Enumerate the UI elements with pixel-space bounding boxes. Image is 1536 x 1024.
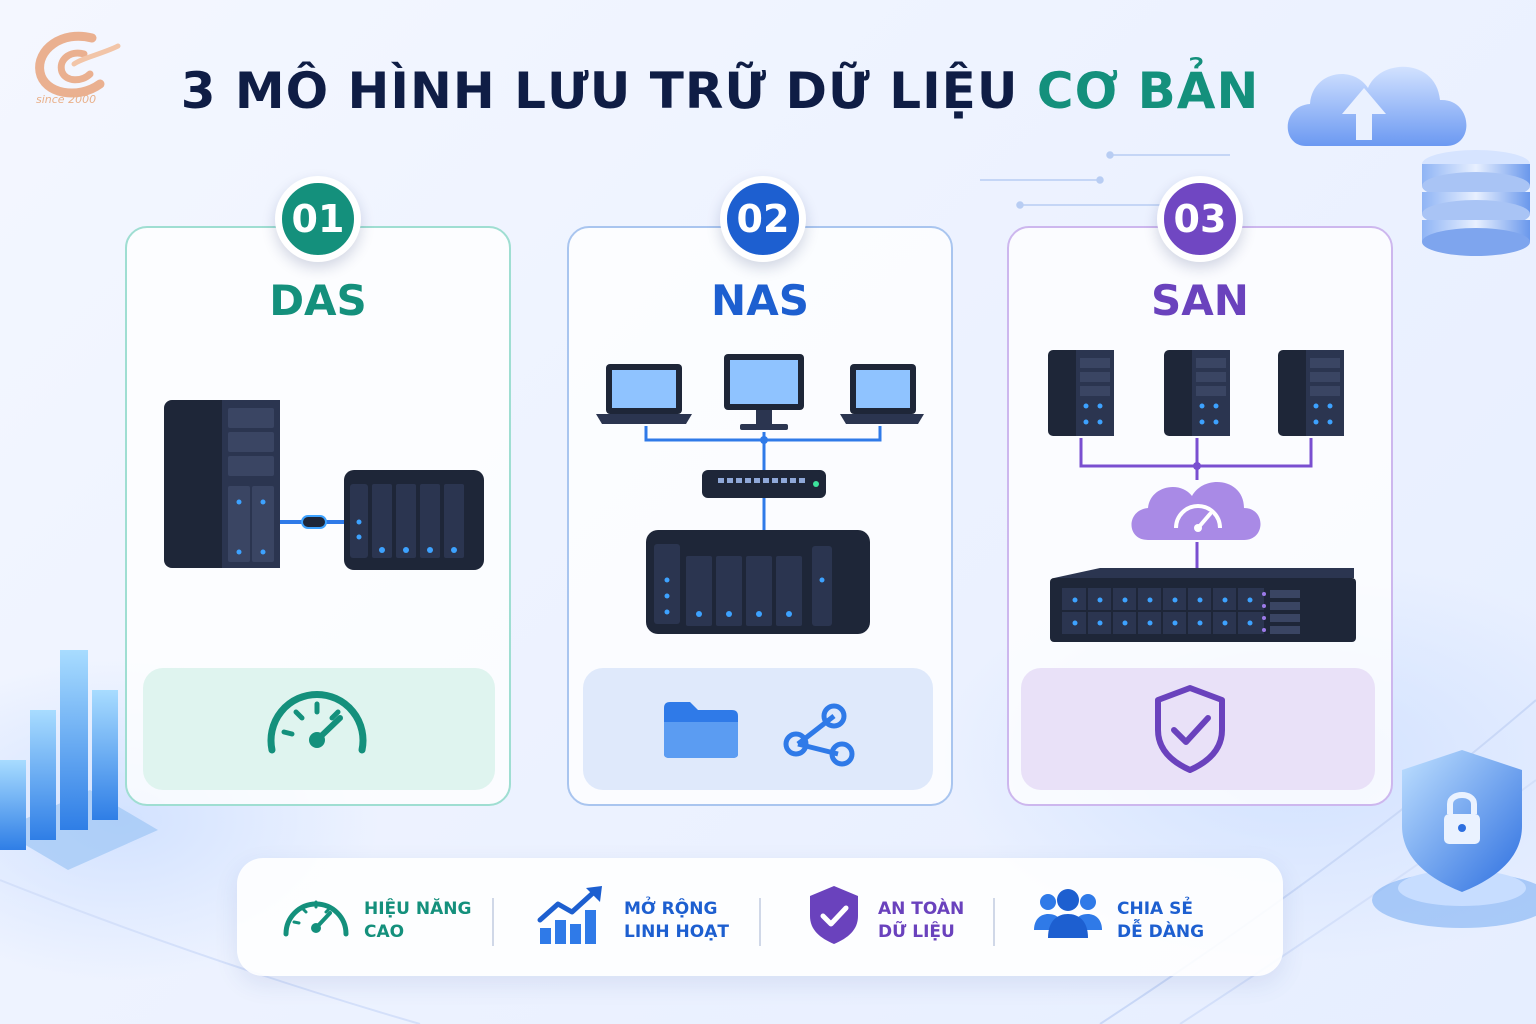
company-logo [35,31,121,98]
model-name-nas: NAS [711,276,809,325]
share-icon [783,703,855,767]
step-badge-02: 02 [720,176,806,262]
title-main: 3 MÔ HÌNH LƯU TRỮ DỮ LIỆU [180,62,1019,120]
nas-feature-panel [583,668,933,790]
shield-check-icon [810,886,858,944]
das-feature-panel [143,668,495,790]
bar-chart-illustration [0,650,158,870]
model-name-das: DAS [269,276,367,325]
growth-chart-icon [537,886,602,944]
laptop-icon [596,364,692,424]
cloud-database-illustration [1287,66,1530,256]
speedometer-icon [283,900,349,937]
speedometer-icon [267,691,367,754]
feature-divider [759,898,761,946]
san-network-illustration [1048,350,1356,642]
das-server-illustration [164,400,484,570]
title-accent: CƠ BẢN [1036,62,1260,120]
folder-icon [664,702,738,758]
feature-divider [993,898,995,946]
feature-divider [492,898,494,946]
security-lock-illustration [1372,750,1536,928]
model-name-san: SAN [1151,276,1249,325]
step-badge-01: 01 [275,176,361,262]
logo-caption: since 2000 [36,93,97,106]
step-badge-03: 03 [1157,176,1243,262]
nas-network-illustration [596,354,924,634]
shield-check-icon [1155,685,1225,773]
page-title: 3 MÔ HÌNH LƯU TRỮ DỮ LIỆU CƠ BẢN [0,62,1440,120]
users-icon [1034,889,1102,938]
